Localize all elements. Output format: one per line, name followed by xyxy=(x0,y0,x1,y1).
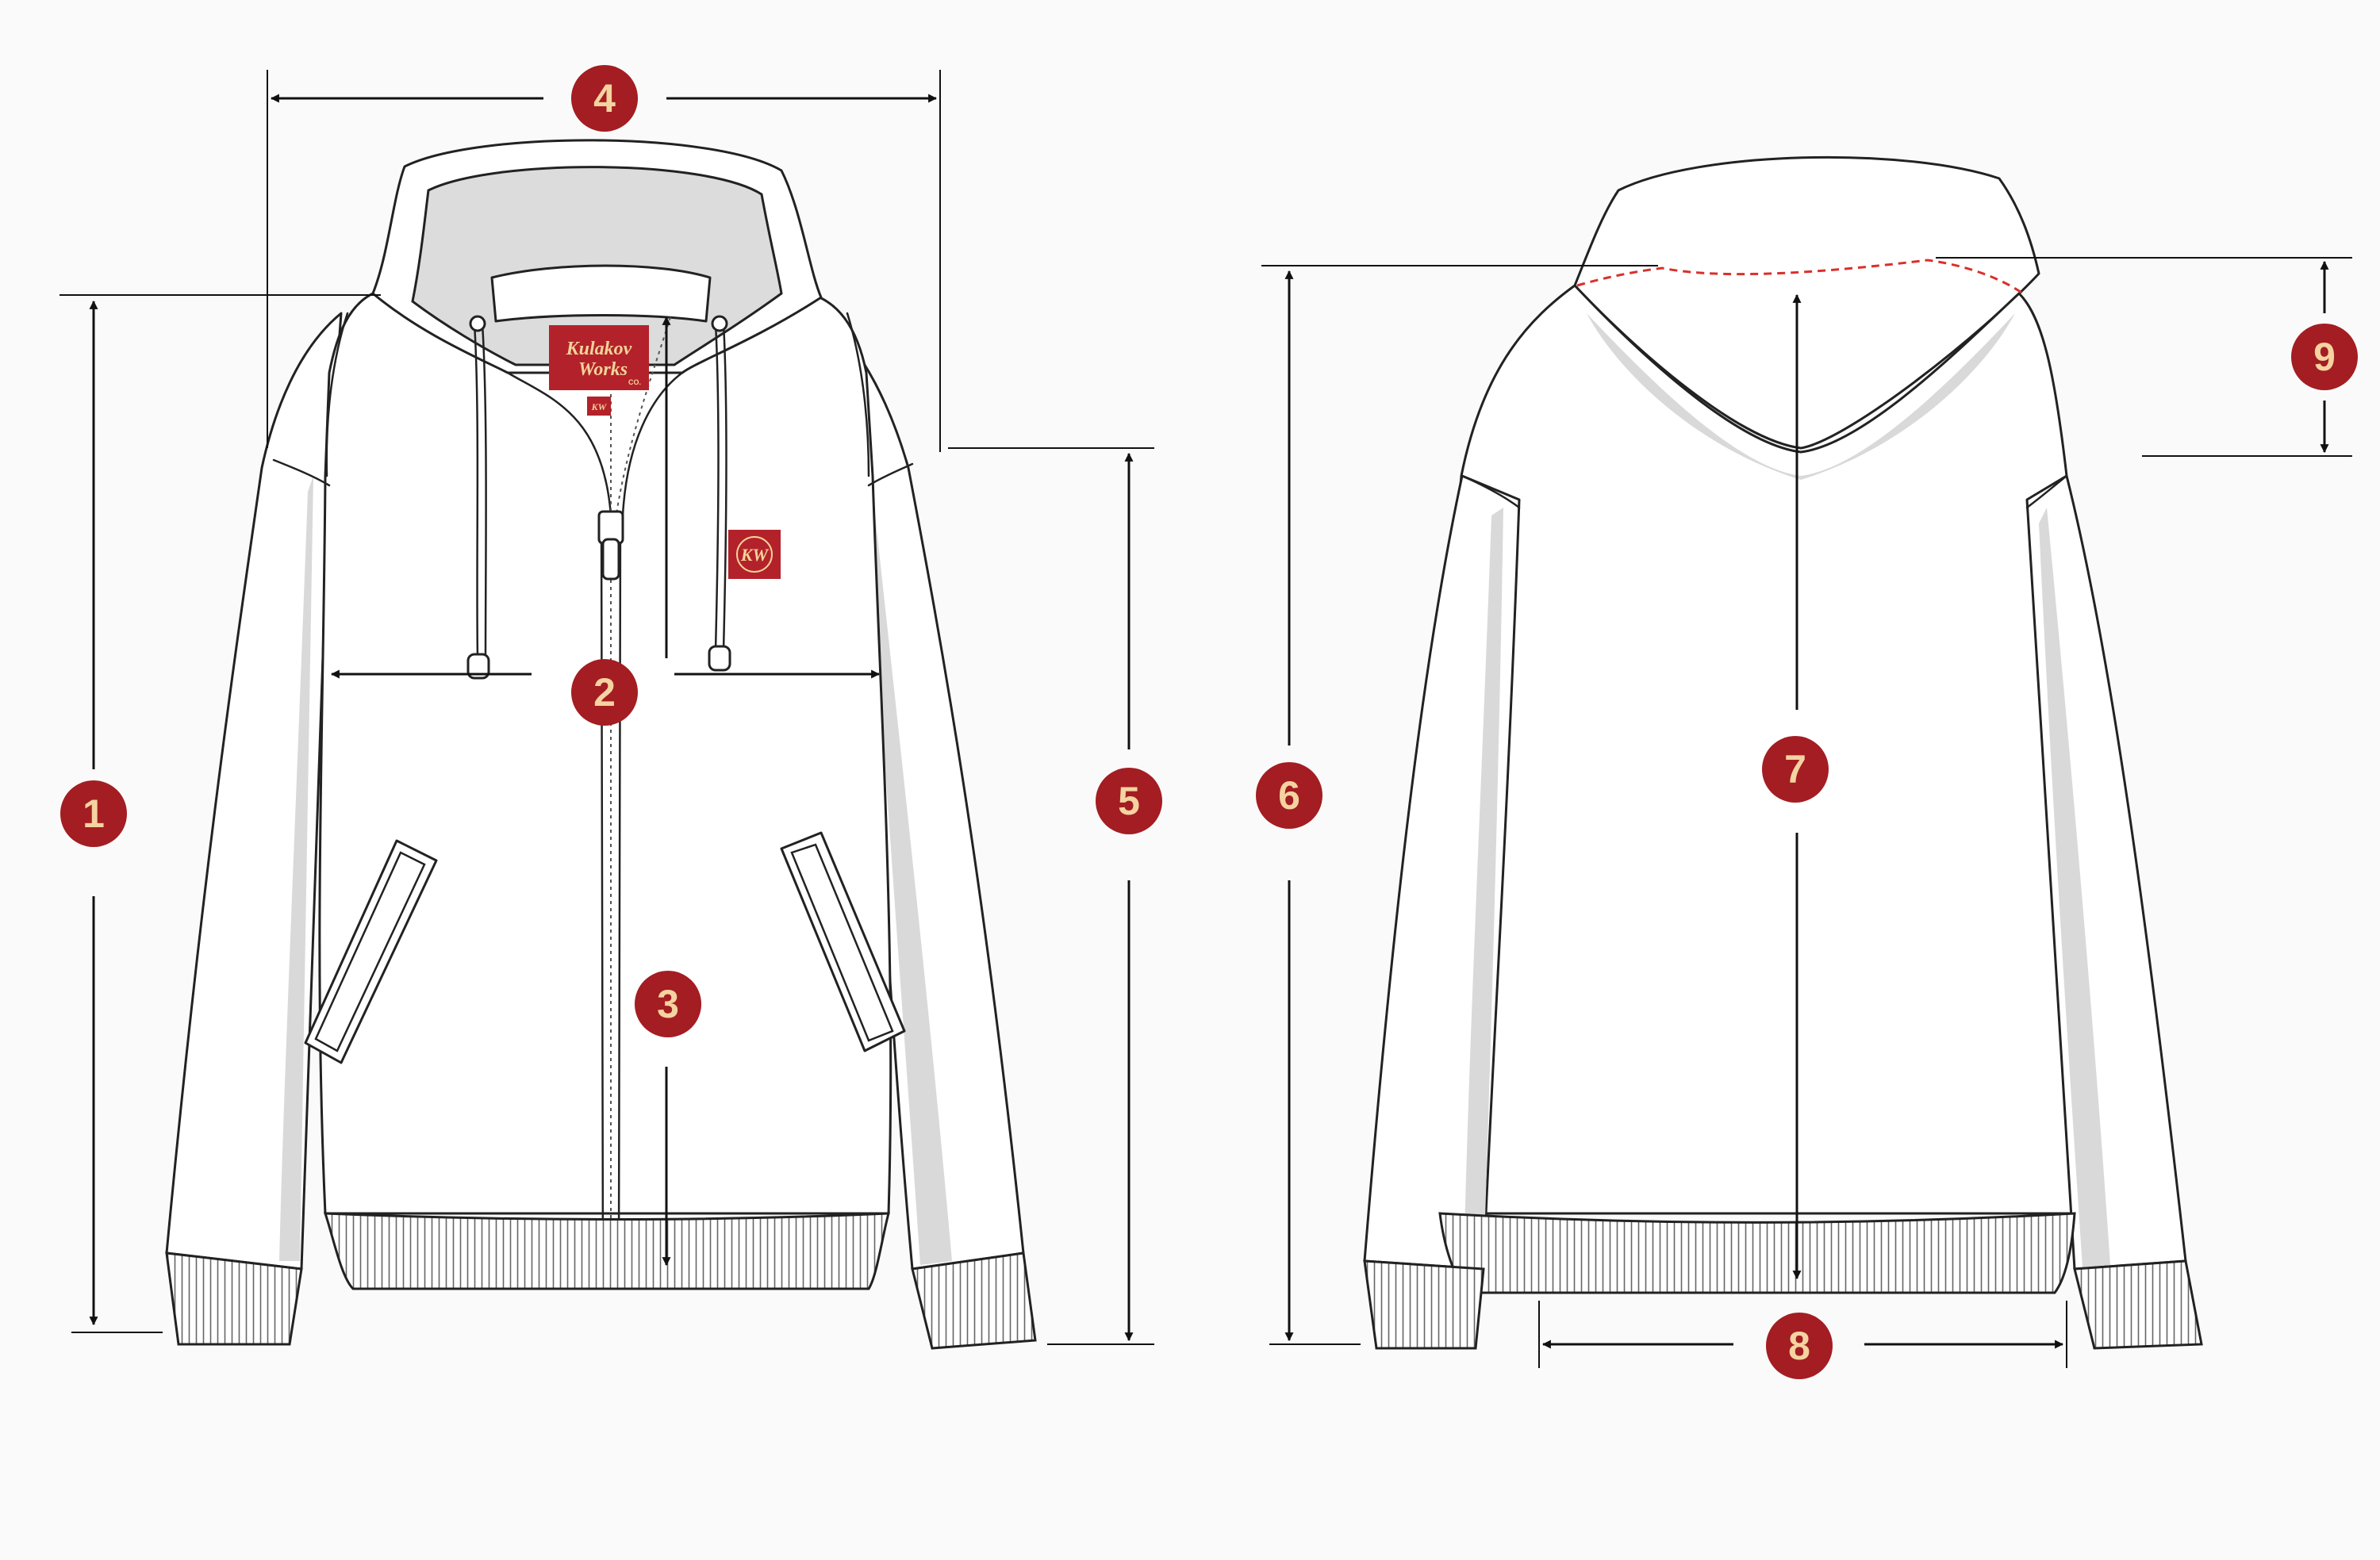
marker-4: 4 xyxy=(571,65,638,132)
marker-4-number: 4 xyxy=(593,76,616,121)
back-view-hoodie xyxy=(1363,155,2203,1350)
marker-3-circle-icon xyxy=(635,971,701,1037)
front-view-hoodie: Kulakov Works CO. KW KW xyxy=(165,139,1037,1350)
marker-2: 2 xyxy=(571,659,638,726)
marker-1: 1 xyxy=(60,780,127,847)
back-left-shoulder-drop xyxy=(1461,474,1521,509)
marker-1-circle-icon xyxy=(60,780,127,847)
front-left-cuff xyxy=(165,1251,303,1346)
right-drawstring-inner xyxy=(722,322,727,652)
label-brand-line2: Works xyxy=(578,359,628,380)
measurement-markers: 1 2 3 4 5 6 7 8 xyxy=(60,65,2358,1379)
back-right-sleeve-shade xyxy=(2039,508,2110,1267)
front-hem-rib xyxy=(323,1212,890,1290)
front-left-shoulder-drop xyxy=(272,458,331,487)
front-body xyxy=(318,277,892,1215)
marker-4-circle-icon xyxy=(571,65,638,132)
marker-6-circle-icon xyxy=(1256,762,1322,829)
front-right-cuff xyxy=(911,1251,1037,1350)
chest-patch-monogram: KW xyxy=(740,545,770,565)
marker-3-number: 3 xyxy=(657,982,679,1026)
front-right-placket-edge xyxy=(621,371,684,517)
right-drawstring-tip xyxy=(708,645,731,672)
front-right-sleeve-shade xyxy=(869,492,952,1265)
marker-7-circle-icon xyxy=(1762,736,1829,803)
label-brand-line1: Kulakov xyxy=(566,339,632,359)
front-left-sleeve-shade xyxy=(279,476,313,1261)
front-zipper xyxy=(597,316,671,1267)
back-right-cuff xyxy=(2073,1259,2203,1350)
size-tag xyxy=(587,397,611,416)
chest-patch: KW xyxy=(728,530,781,579)
back-left-cuff xyxy=(1363,1259,1485,1350)
front-hood-neck-band xyxy=(490,264,712,323)
label-brand-suffix: CO. xyxy=(628,378,641,386)
right-drawstring xyxy=(714,322,720,652)
dimension-lines xyxy=(60,70,2352,1368)
marker-8-number: 8 xyxy=(1788,1324,1810,1368)
left-drawstring xyxy=(473,322,479,660)
marker-9-circle-icon xyxy=(2291,324,2358,390)
marker-5-circle-icon xyxy=(1096,768,1162,834)
marker-5: 5 xyxy=(1096,768,1162,834)
marker-1-number: 1 xyxy=(83,791,105,836)
zipper-pull-tab xyxy=(601,538,620,581)
marker-6: 6 xyxy=(1256,762,1322,829)
front-left-pocket xyxy=(304,839,438,1064)
marker-6-number: 6 xyxy=(1278,773,1300,818)
marker-2-number: 2 xyxy=(593,670,616,715)
right-eyelet xyxy=(711,315,728,332)
back-left-sleeve-shade xyxy=(1464,508,1503,1265)
front-right-pocket-inner xyxy=(790,843,894,1042)
marker-7-number: 7 xyxy=(1784,747,1806,791)
marker-7: 7 xyxy=(1762,736,1829,803)
front-right-pocket xyxy=(780,831,906,1052)
marker-5-number: 5 xyxy=(1118,779,1140,823)
front-right-shoulder-drop xyxy=(867,462,914,487)
back-hem-rib xyxy=(1438,1212,2076,1294)
neck-brand-label: Kulakov Works CO. KW xyxy=(549,325,649,416)
front-left-pocket-inner xyxy=(314,851,426,1052)
neck-label-patch xyxy=(549,325,649,390)
size-tag-monogram: KW xyxy=(591,401,608,412)
marker-9-number: 9 xyxy=(2313,335,2336,379)
front-left-placket-edge xyxy=(506,371,612,517)
front-left-armhole xyxy=(325,312,349,477)
marker-8-circle-icon xyxy=(1766,1313,1833,1379)
front-right-armhole xyxy=(846,312,870,477)
marker-3: 3 xyxy=(635,971,701,1037)
marker-2-circle-icon xyxy=(571,659,638,726)
left-eyelet xyxy=(469,315,486,332)
marker-9: 9 xyxy=(2291,324,2358,390)
marker-8: 8 xyxy=(1766,1313,1833,1379)
back-neck-seam xyxy=(1576,259,2024,295)
left-drawstring-inner xyxy=(481,322,487,660)
front-left-sleeve xyxy=(165,312,343,1271)
left-drawstring-tip xyxy=(466,653,490,680)
back-right-shoulder-drop xyxy=(2025,474,2068,509)
